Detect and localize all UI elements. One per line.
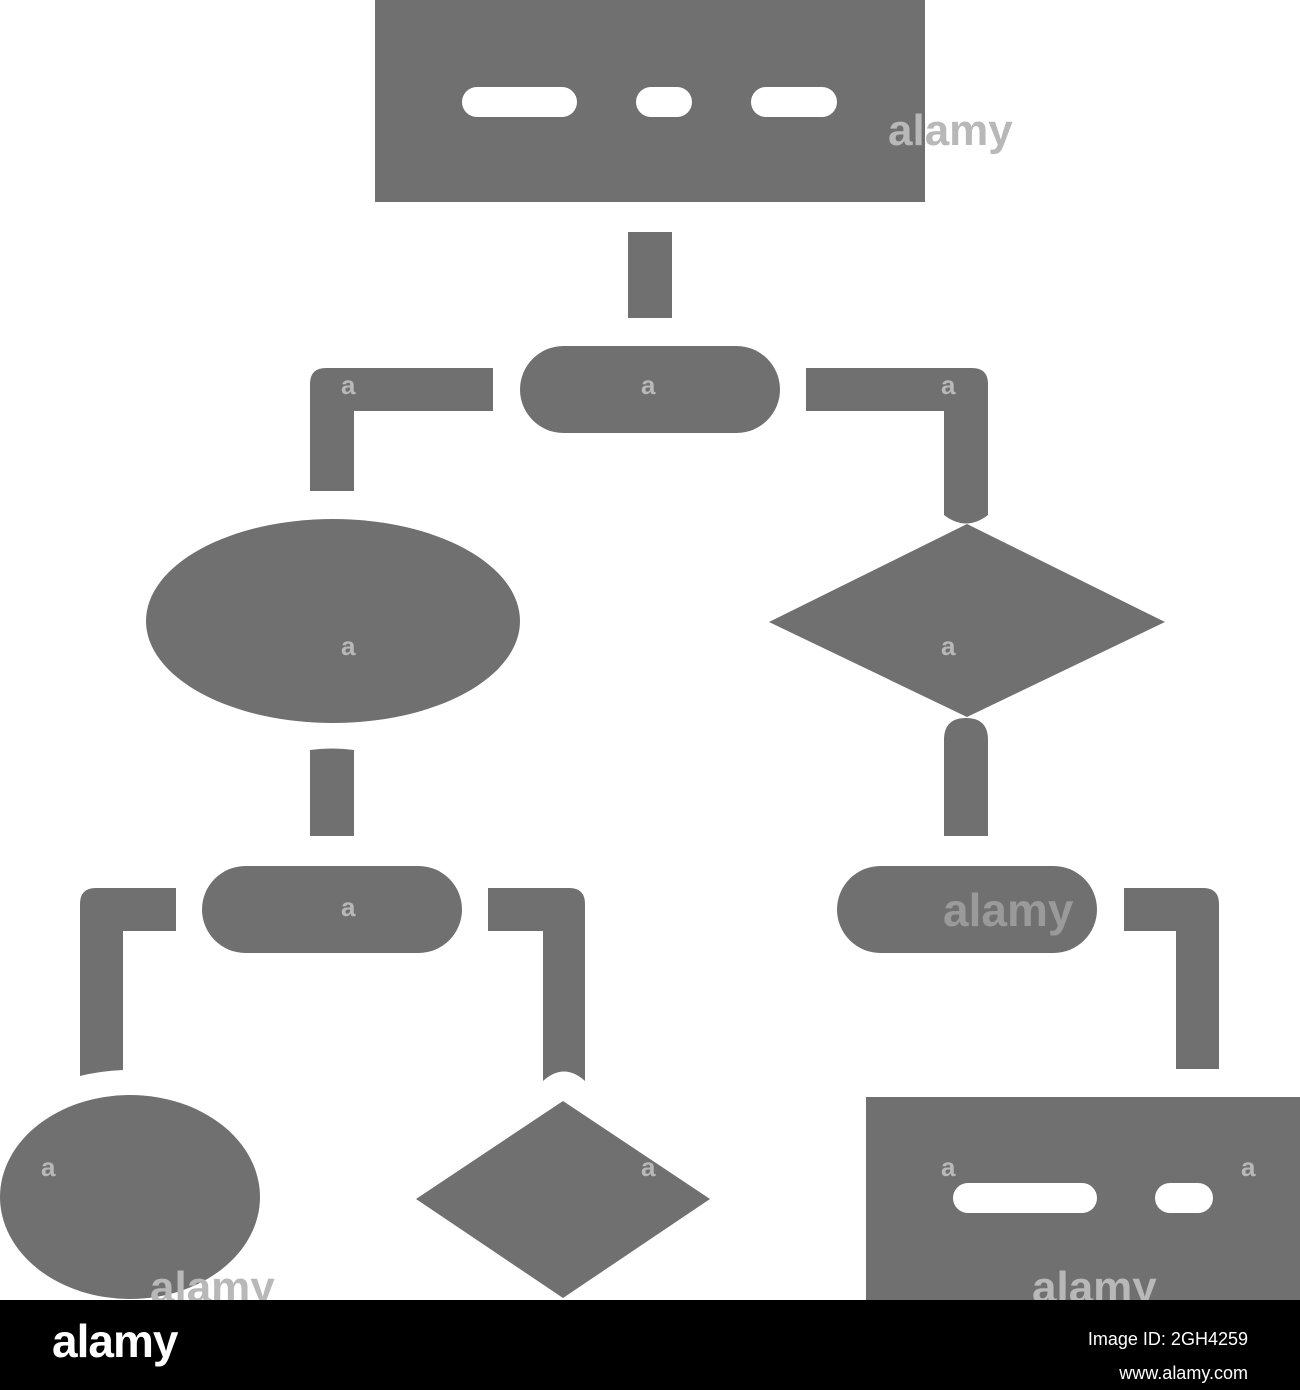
top-block-medium-bar xyxy=(751,87,837,117)
lower-right-branch-connector xyxy=(1124,888,1219,1069)
footer-bar: alamy Image ID: 2GH4259 www.alamy.com xyxy=(0,1300,1300,1390)
left-branch-connector xyxy=(310,368,493,491)
lower-middle-branch-connector xyxy=(488,888,585,1081)
footer-site: www.alamy.com xyxy=(1119,1363,1248,1384)
flowchart-icon-canvas: a a a a a a a a a a alamy alamy alamy al… xyxy=(0,0,1300,1300)
top-block-long-bar xyxy=(462,87,577,117)
watermark-mark: a xyxy=(341,892,356,922)
footer-image-id: Image ID: 2GH4259 xyxy=(1087,1329,1248,1349)
watermark-brand-partial: alamy xyxy=(888,106,1013,155)
watermark-mark: a xyxy=(341,631,356,661)
watermark-mark: a xyxy=(941,370,956,400)
watermark-mark: a xyxy=(941,631,956,661)
right-branch-connector xyxy=(806,368,988,524)
watermark-mark: a xyxy=(1241,1152,1256,1182)
top-terminator-pill xyxy=(520,346,780,433)
top-block-bars xyxy=(462,87,837,117)
watermark-brand-partial: alamy xyxy=(1032,1263,1157,1300)
watermark-layer: a a a a a a a a a a alamy alamy alamy xyxy=(41,106,1256,1300)
flowchart-icon: a a a a a a a a a a alamy alamy alamy al… xyxy=(0,0,1300,1300)
bottom-left-oval-node xyxy=(0,1095,260,1299)
footer-image-info: Image ID: 2GH4259 www.alamy.com xyxy=(1088,1322,1248,1390)
top-connector xyxy=(628,232,672,318)
bottom-block-bars xyxy=(953,1183,1213,1213)
right-diamond-connector xyxy=(944,718,988,836)
watermark-mark: a xyxy=(341,370,356,400)
top-block-short-bar xyxy=(636,87,692,117)
left-oval-node xyxy=(146,519,520,723)
footer-logo: alamy xyxy=(52,1315,178,1367)
bottom-block-short-bar xyxy=(1155,1183,1213,1213)
pill-watermark-brand: alamy xyxy=(943,884,1074,936)
flowchart-shapes xyxy=(0,0,1300,1300)
left-oval-connector xyxy=(310,748,354,836)
watermark-mark: a xyxy=(641,1152,656,1182)
lower-left-branch-connector xyxy=(80,888,176,1076)
bottom-block-long-bar xyxy=(953,1183,1097,1213)
bottom-decision-diamond xyxy=(416,1101,710,1298)
right-decision-diamond xyxy=(769,524,1165,717)
watermark-mark: a xyxy=(641,370,656,400)
watermark-mark: a xyxy=(41,1152,56,1182)
watermark-brand-partial: alamy xyxy=(150,1263,275,1300)
watermark-mark: a xyxy=(941,1152,956,1182)
lower-left-terminator-pill xyxy=(202,866,462,953)
lower-right-terminator-pill xyxy=(837,866,1097,953)
